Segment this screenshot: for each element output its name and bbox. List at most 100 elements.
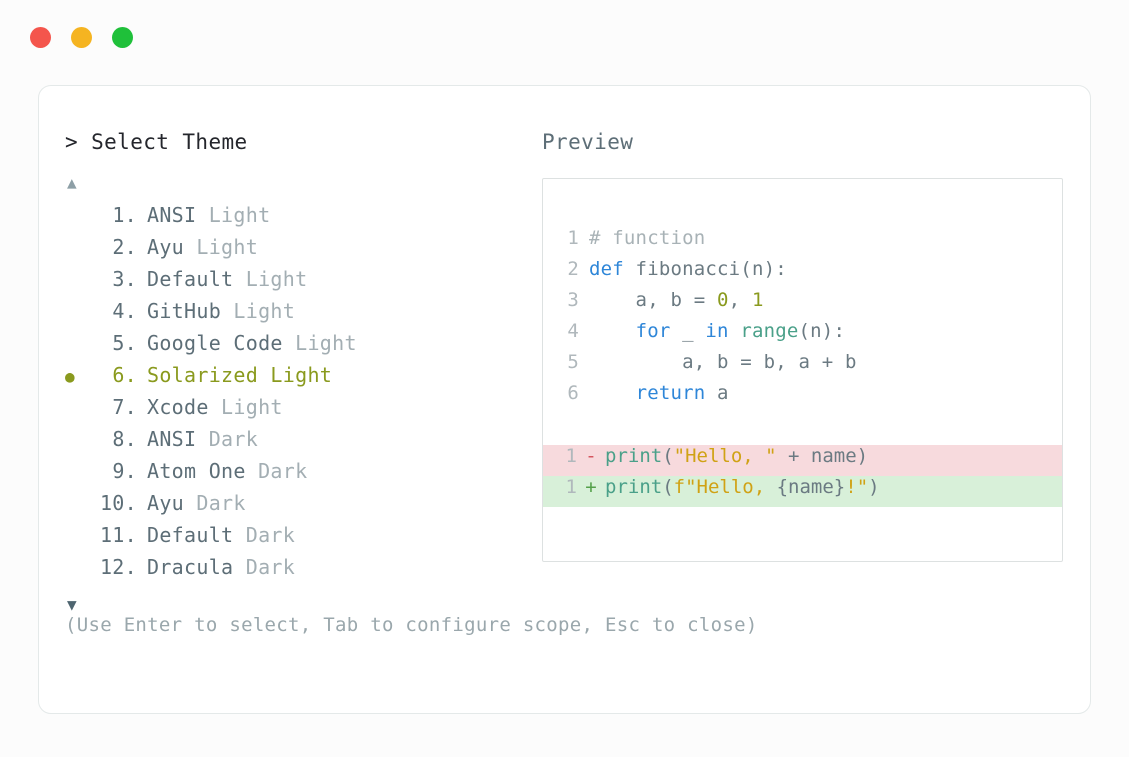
theme-item-variant: Light: [282, 331, 357, 356]
code-token: + name): [776, 445, 869, 467]
theme-item-variant: Dark: [184, 491, 246, 516]
scroll-up-icon[interactable]: ▲: [67, 173, 77, 193]
scroll-down-icon[interactable]: ▼: [67, 595, 77, 615]
code-token: (: [662, 476, 674, 498]
theme-item-name: GitHub: [147, 299, 222, 324]
theme-item-number: 5.: [112, 331, 137, 356]
code-token: 1: [751, 289, 764, 311]
code-text: for _ in range(n):: [589, 320, 845, 342]
code-token: a, b =: [589, 289, 718, 311]
theme-item-variant: Dark: [245, 459, 308, 484]
theme-selection-pane: > Select Theme ▲ 1. ANSI Light 2. Ayu Light…: [65, 130, 545, 613]
theme-item-number: 10.: [99, 491, 137, 516]
code-token: fibonacci(n):: [623, 258, 787, 280]
theme-list-item[interactable]: 7.Xcode Light: [65, 395, 545, 427]
selected-bullet-icon: ●: [65, 367, 75, 387]
diff-added-line: 1 + print(f"Hello, {name}!"): [543, 476, 1062, 507]
minimize-window-button[interactable]: [71, 27, 92, 48]
theme-item-variant: Dark: [233, 523, 296, 548]
theme-item-name: Solarized: [147, 363, 259, 388]
code-token: return: [635, 382, 706, 404]
theme-picker-card: > Select Theme ▲ 1. ANSI Light 2. Ayu Light…: [38, 85, 1091, 714]
theme-list-item[interactable]: 1. ANSI Light: [65, 203, 545, 235]
theme-item-number: 7.: [112, 395, 137, 420]
code-token: print: [605, 476, 663, 498]
theme-item-variant: Light: [258, 363, 333, 388]
theme-item-number: 1.: [112, 203, 137, 228]
diff-plus-icon: +: [585, 476, 597, 498]
diff-block: 1-print("Hello, " + name)1+print(f"Hello…: [543, 445, 1062, 507]
code-line: 3 a, b = 0, 1: [543, 289, 1062, 320]
maximize-window-button[interactable]: [112, 27, 133, 48]
code-token: [729, 320, 741, 342]
theme-item-number: 3.: [112, 267, 137, 292]
code-line: 5 a, b = b, a + b: [543, 351, 1062, 382]
code-line: 6 return a: [543, 382, 1062, 413]
code-token: a, b = b, a + b: [589, 351, 857, 373]
theme-item-number: 2.: [112, 235, 137, 260]
theme-item-name: Default: [147, 267, 234, 292]
code-line: 4 for _ in range(n):: [543, 320, 1062, 351]
code-token: f"Hello,: [673, 476, 777, 498]
code-text: # function: [589, 227, 705, 249]
theme-list-item[interactable]: ●6.Solarized Light: [65, 363, 545, 395]
code-token: "Hello, ": [673, 445, 777, 467]
code-line: 2 def fibonacci(n):: [543, 258, 1062, 289]
theme-item-name: Google Code: [147, 331, 283, 356]
code-token: # function: [589, 227, 706, 249]
theme-item-variant: Light: [208, 395, 283, 420]
prompt-label: > Select Theme: [65, 130, 248, 154]
theme-item-name: Ayu: [147, 491, 185, 516]
theme-item-variant: Dark: [233, 555, 296, 580]
theme-item-variant: Light: [184, 235, 259, 260]
line-number: 2: [567, 258, 579, 280]
theme-item-variant: Light: [221, 299, 296, 324]
theme-list-item[interactable]: 12.Dracula Dark: [65, 555, 545, 587]
theme-list-item[interactable]: 10. Ayu Dark: [65, 491, 545, 523]
theme-item-name: Ayu: [147, 235, 185, 260]
theme-list-item[interactable]: 9. Atom One Dark: [65, 459, 545, 491]
code-token: (: [662, 445, 674, 467]
theme-item-name: ANSI: [147, 427, 197, 452]
theme-item-variant: Light: [196, 203, 271, 228]
code-text: print(f"Hello, {name}!"): [605, 476, 880, 498]
theme-list-item[interactable]: 11.Default Dark: [65, 523, 545, 555]
theme-item-number: 9.: [112, 459, 137, 484]
line-number: 1: [565, 476, 577, 498]
line-number: 1: [565, 445, 577, 467]
theme-item-variant: Light: [233, 267, 308, 292]
window-titlebar: [30, 27, 133, 48]
theme-item-name: Default: [147, 523, 234, 548]
code-token: !": [845, 476, 869, 498]
theme-item-name: Atom One: [147, 459, 246, 484]
code-token: ,: [728, 289, 752, 311]
theme-item-name: ANSI: [147, 203, 197, 228]
code-text: return a: [589, 382, 729, 404]
theme-item-number: 8.: [112, 427, 137, 452]
code-token: print: [605, 445, 663, 467]
code-token: _: [670, 320, 706, 342]
code-token: ): [868, 476, 880, 498]
diff-removed-line: 1-print("Hello, " + name): [543, 445, 1062, 476]
code-line: 1# function: [543, 227, 1062, 258]
theme-list-item[interactable]: 4.GitHub Light: [65, 299, 545, 331]
line-number: 6: [567, 382, 579, 404]
theme-item-number: 12.: [99, 555, 137, 580]
preview-label: Preview: [542, 130, 634, 154]
line-number: 5: [567, 351, 579, 373]
code-token: in: [705, 320, 729, 342]
theme-list-item[interactable]: 2. Ayu Light: [65, 235, 545, 267]
theme-list-item[interactable]: 8.ANSI Dark: [65, 427, 545, 459]
close-window-button[interactable]: [30, 27, 51, 48]
code-token: def: [589, 258, 624, 280]
theme-list-item[interactable]: 5. Google Code Light: [65, 331, 545, 363]
theme-list-item[interactable]: 3. Default Light: [65, 267, 545, 299]
code-token: (n):: [798, 320, 846, 342]
code-token: {name}: [776, 476, 846, 498]
line-number: 4: [567, 320, 579, 342]
diff-minus-icon: -: [585, 445, 597, 467]
code-text: print("Hello, " + name): [605, 445, 868, 467]
